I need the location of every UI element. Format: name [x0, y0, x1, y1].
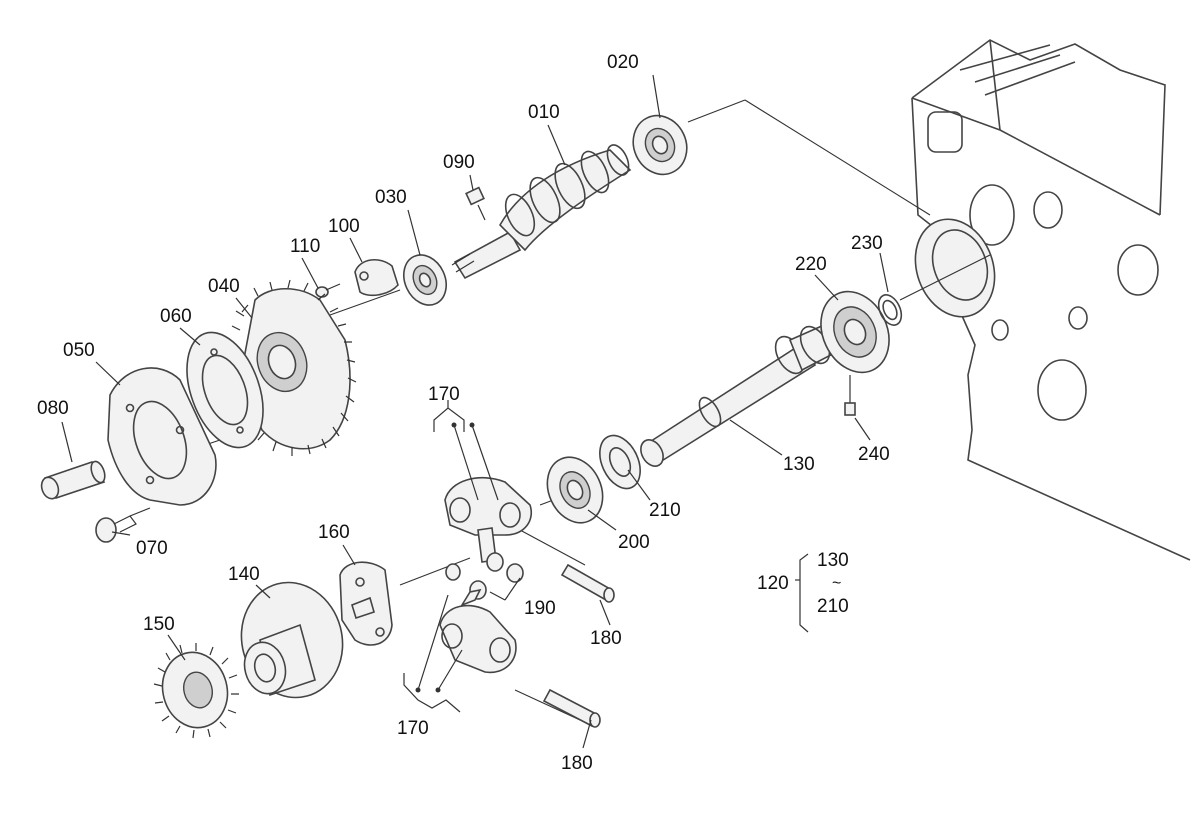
part-040-gear	[228, 279, 357, 456]
part-080-sleeve	[40, 460, 106, 500]
part-060-plate	[186, 331, 264, 449]
part-180-upper-pin	[560, 563, 615, 603]
label-080: 080	[37, 398, 69, 419]
label-030: 030	[375, 187, 407, 208]
label-180-lower: 180	[561, 753, 593, 774]
label-020: 020	[607, 52, 639, 73]
part-150-gear	[153, 643, 239, 739]
label-120-tilde: ~	[832, 575, 841, 592]
part-220-bearing	[820, 290, 890, 374]
part-030-bearing	[403, 254, 447, 306]
label-120-130: 130	[817, 550, 849, 571]
label-170-lower: 170	[397, 718, 429, 739]
part-170-lower-weight	[439, 588, 517, 674]
label-050: 050	[63, 340, 95, 361]
part-210-washer	[599, 434, 641, 490]
part-labels: 020 010 090 030 100 110 040 060 050 080 …	[37, 52, 890, 774]
label-120-210: 210	[817, 596, 849, 617]
part-230-snap-ring	[877, 294, 903, 326]
label-190: 190	[524, 598, 556, 619]
label-010: 010	[528, 102, 560, 123]
label-210: 210	[649, 500, 681, 521]
label-110: 110	[290, 236, 320, 257]
part-010-worm-shaft	[451, 144, 632, 280]
leader-lines	[61, 74, 889, 749]
label-040: 040	[208, 276, 240, 297]
label-200: 200	[618, 532, 650, 553]
label-230: 230	[851, 233, 883, 254]
part-170-upper-weight	[444, 476, 532, 563]
label-070: 070	[136, 538, 168, 559]
label-100: 100	[328, 216, 360, 237]
label-130: 130	[783, 454, 815, 475]
engine-housing	[911, 39, 1191, 561]
label-240: 240	[858, 444, 890, 465]
part-110-bolt	[315, 283, 341, 298]
part-140-drum	[240, 581, 344, 699]
label-170-upper: 170	[428, 384, 460, 405]
part-090-key	[465, 186, 486, 221]
part-180-lower-pin	[542, 688, 601, 728]
label-220: 220	[795, 254, 827, 275]
part-020-bearing	[632, 114, 688, 176]
part-070-bolt	[95, 507, 151, 543]
label-060: 060	[160, 306, 192, 327]
label-180-upper: 180	[590, 628, 622, 649]
part-100-retainer	[354, 259, 399, 297]
part-130-shaft	[640, 316, 851, 467]
part-050-flange	[107, 367, 217, 506]
label-160: 160	[318, 522, 350, 543]
part-200-collar	[546, 456, 604, 524]
label-090: 090	[443, 152, 475, 173]
part-160-plate	[339, 561, 393, 646]
label-140: 140	[228, 564, 260, 585]
label-120: 120	[757, 573, 789, 594]
part-240-pin	[844, 375, 856, 416]
label-150: 150	[143, 614, 175, 635]
